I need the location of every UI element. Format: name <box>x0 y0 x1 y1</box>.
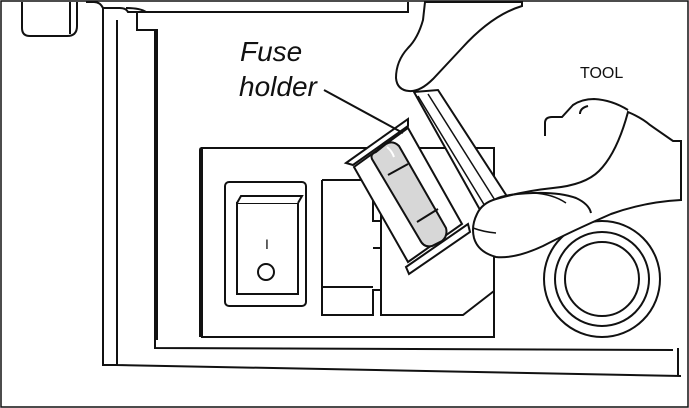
lower-hand <box>472 110 682 259</box>
fingernail-line <box>532 192 567 204</box>
switch-off-mark <box>257 263 275 281</box>
switch-top-edge <box>236 195 304 204</box>
switch-rocker <box>236 202 299 295</box>
tool-label: TOOL <box>580 65 623 82</box>
fuse-label-line1: Fuse <box>240 36 302 67</box>
device-chassis <box>103 2 682 377</box>
fingernail-outline <box>495 191 592 214</box>
rocker-switch: I <box>224 181 307 307</box>
inner-panel-edge <box>199 147 203 337</box>
switch-on-mark: I <box>265 236 269 252</box>
round-port <box>543 220 661 338</box>
finger-crease <box>472 227 497 234</box>
upper-finger <box>394 1 523 93</box>
top-left-housing <box>21 1 118 366</box>
tool-holder <box>544 97 629 136</box>
fuse <box>370 141 448 248</box>
fuse-label-line2: holder <box>239 71 319 102</box>
fuse-holder-callout-line <box>323 89 404 134</box>
